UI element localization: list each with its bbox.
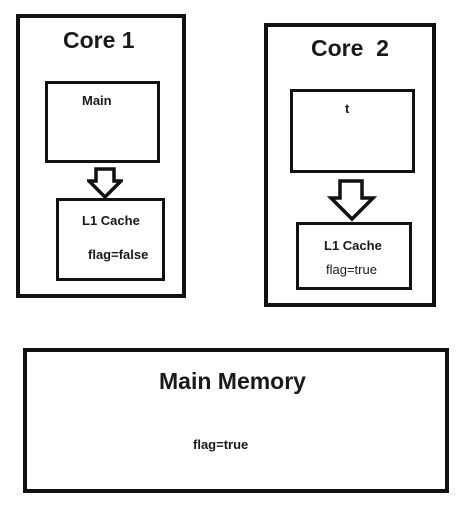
core-1-thread-box [45,81,160,163]
core-1-thread-label: Main [82,93,112,108]
main-memory-box [23,348,449,493]
core-2-l1-cache-box [296,222,412,290]
core-2-thread-box [290,89,415,173]
core-2-down-arrow [327,179,377,222]
core-1-l1-cache-box [56,198,165,281]
core-1-down-arrow [87,167,123,199]
core-1-l1-cache-value: flag=false [88,247,149,262]
core-2-title: Core 2 [311,35,389,61]
core-2-l1-cache-value: flag=true [326,262,377,277]
main-memory-title: Main Memory [159,368,306,394]
core-1-title: Core 1 [63,27,135,53]
core-1-l1-cache-title: L1 Cache [82,213,140,228]
core-2-thread-label: t [345,101,350,116]
core-2-l1-cache-title: L1 Cache [324,238,382,253]
main-memory-value: flag=true [193,437,249,452]
